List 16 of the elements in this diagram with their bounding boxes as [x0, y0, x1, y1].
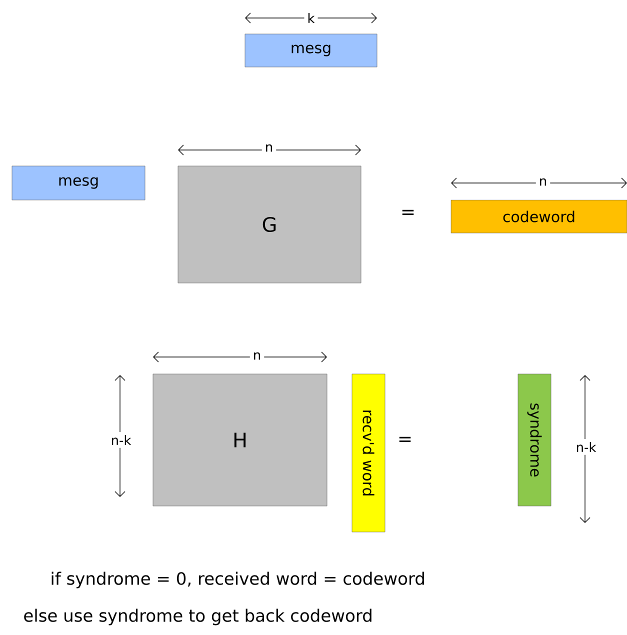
- dimension-label: n: [262, 141, 276, 155]
- vector-box: syndrome: [518, 374, 552, 506]
- dimension-label: n: [536, 175, 550, 189]
- caption-text: else use syndrome to get back codeword: [24, 608, 372, 626]
- vector-box: recv'd word: [352, 374, 386, 532]
- vector-box: codeword: [450, 200, 627, 234]
- dimension-label: n: [250, 349, 264, 363]
- matrix-box: H: [152, 374, 328, 506]
- dimension-label: n-k: [108, 432, 134, 448]
- equals-sign: =: [402, 210, 414, 215]
- caption-text: if syndrome = 0, received word = codeword: [52, 572, 424, 588]
- matrix-box: G: [178, 166, 362, 284]
- dimension-label: k: [304, 10, 318, 26]
- dimension-label: n-k: [572, 439, 600, 455]
- vector-box: mesg: [244, 34, 378, 68]
- vector-box: mesg: [12, 166, 146, 200]
